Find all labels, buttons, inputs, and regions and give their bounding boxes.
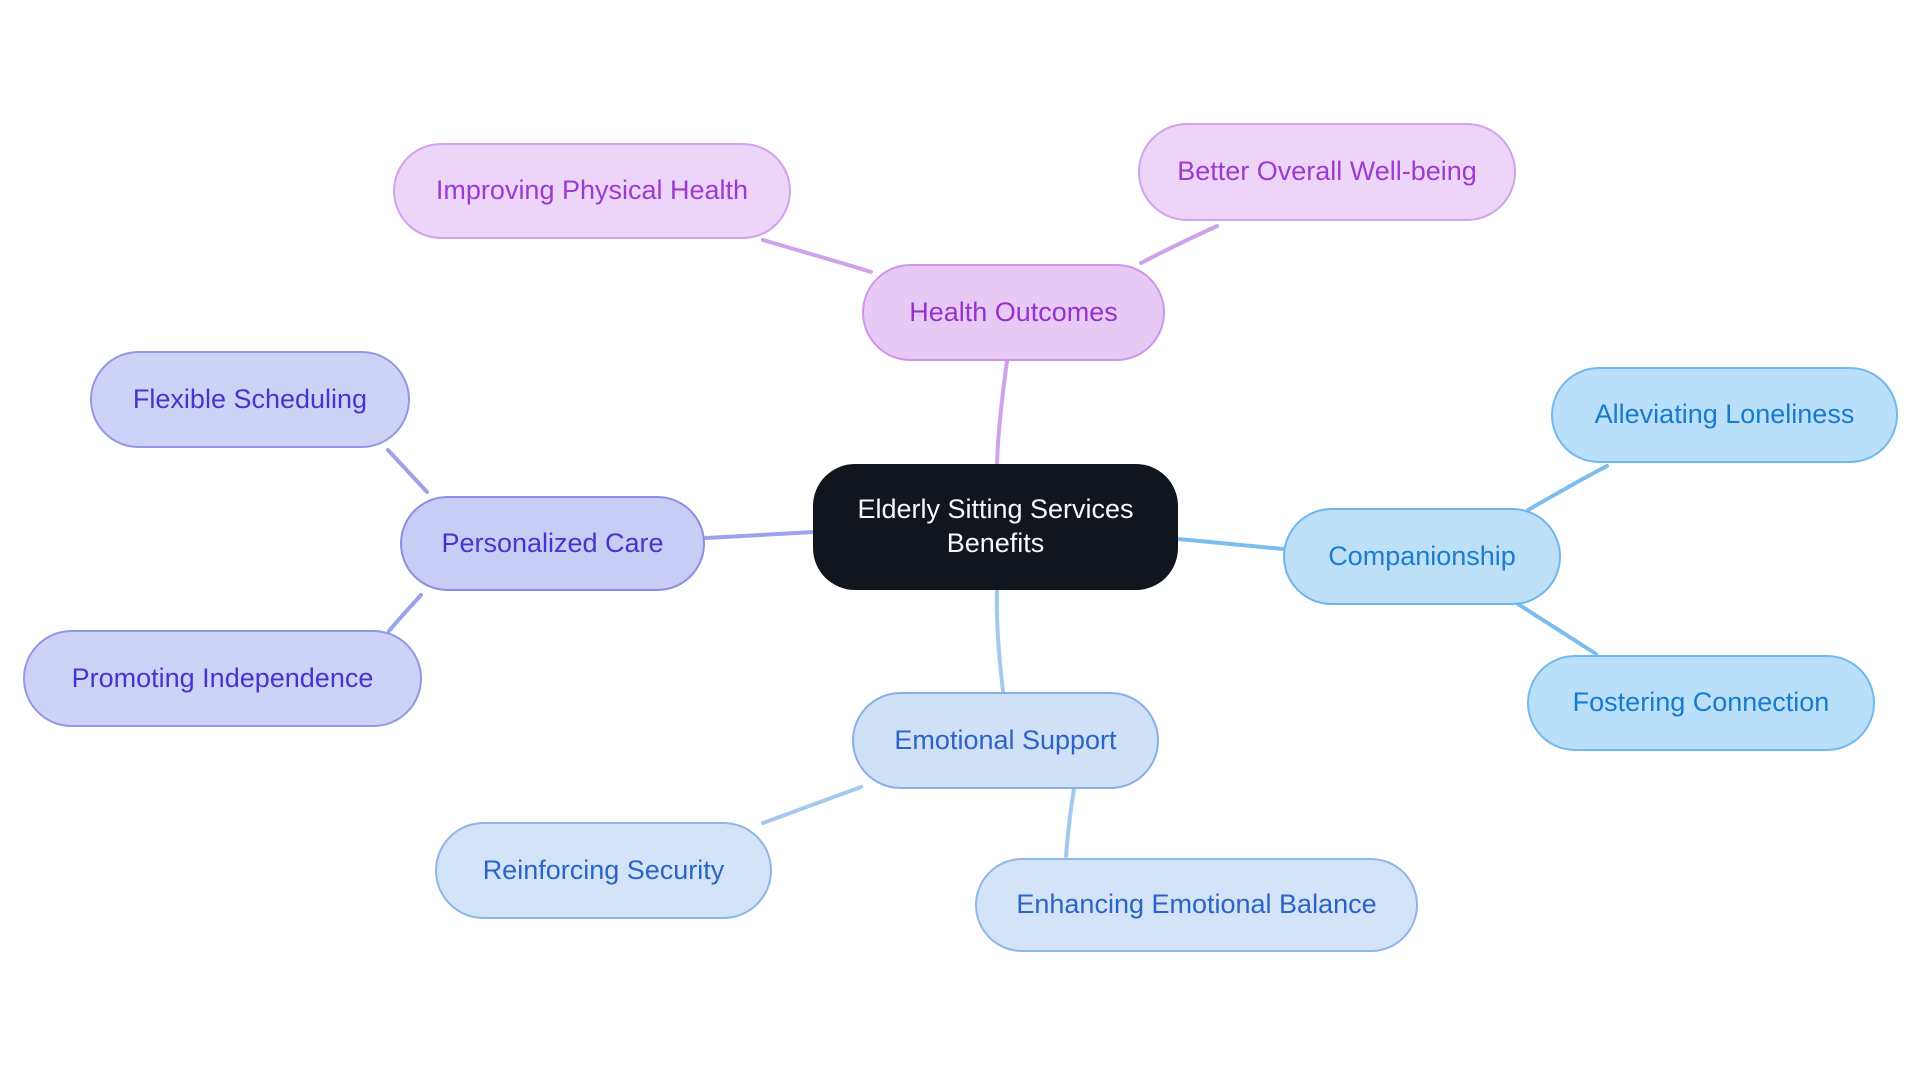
edge-reinforcing-to-emotional [761, 785, 863, 825]
node-label: Promoting Independence [71, 662, 374, 693]
edge-emotional-to-center [994, 588, 1005, 693]
edge-promoting-to-personalized [387, 593, 423, 633]
edge-fostering-to-companionship [1516, 602, 1598, 656]
node-label: Alleviating Loneliness [1594, 399, 1855, 430]
node-health-outcomes: Health Outcomes [862, 264, 1165, 361]
node-better-overall-well-being: Better Overall Well-being [1138, 123, 1516, 221]
edge-enhancing-to-emotional [1064, 787, 1076, 858]
node-label: Enhancing Emotional Balance [1016, 889, 1377, 920]
edge-companionship-to-center [1175, 537, 1286, 551]
edge-flexible-to-personalized [386, 448, 429, 494]
edge-health-to-center [995, 359, 1009, 467]
node-label: Health Outcomes [909, 296, 1118, 327]
node-label: Flexible Scheduling [132, 383, 368, 414]
node-fostering-connection: Fostering Connection [1527, 655, 1875, 751]
node-companionship: Companionship [1283, 508, 1561, 605]
edge-personalized-to-center [704, 530, 816, 540]
node-promoting-independence: Promoting Independence [23, 630, 422, 727]
node-reinforcing-security: Reinforcing Security [435, 822, 772, 919]
node-improving-physical-health: Improving Physical Health [393, 143, 791, 239]
edge-alleviating-to-companionship [1526, 464, 1609, 512]
node-label: Companionship [1328, 540, 1516, 571]
node-label: Better Overall Well-being [1177, 156, 1477, 187]
node-flexible-scheduling: Flexible Scheduling [90, 351, 410, 448]
node-emotional-support: Emotional Support [852, 692, 1159, 789]
node-label: Personalized Care [441, 527, 664, 558]
edge-improving-to-health [761, 238, 873, 274]
node-label: Fostering Connection [1572, 687, 1830, 718]
node-alleviating-loneliness: Alleviating Loneliness [1551, 367, 1898, 463]
node-personalized-care: Personalized Care [400, 496, 705, 591]
node-label: Improving Physical Health [435, 175, 749, 206]
node-enhancing-emotional-balance: Enhancing Emotional Balance [975, 858, 1418, 952]
node-label: Elderly Sitting Services Benefits [857, 494, 1134, 558]
node-center-elderly-sitting-services-benefits: Elderly Sitting Services Benefits [813, 464, 1178, 590]
edge-better-to-health [1139, 224, 1219, 265]
node-label: Emotional Support [894, 724, 1117, 755]
node-label: Reinforcing Security [482, 854, 725, 885]
